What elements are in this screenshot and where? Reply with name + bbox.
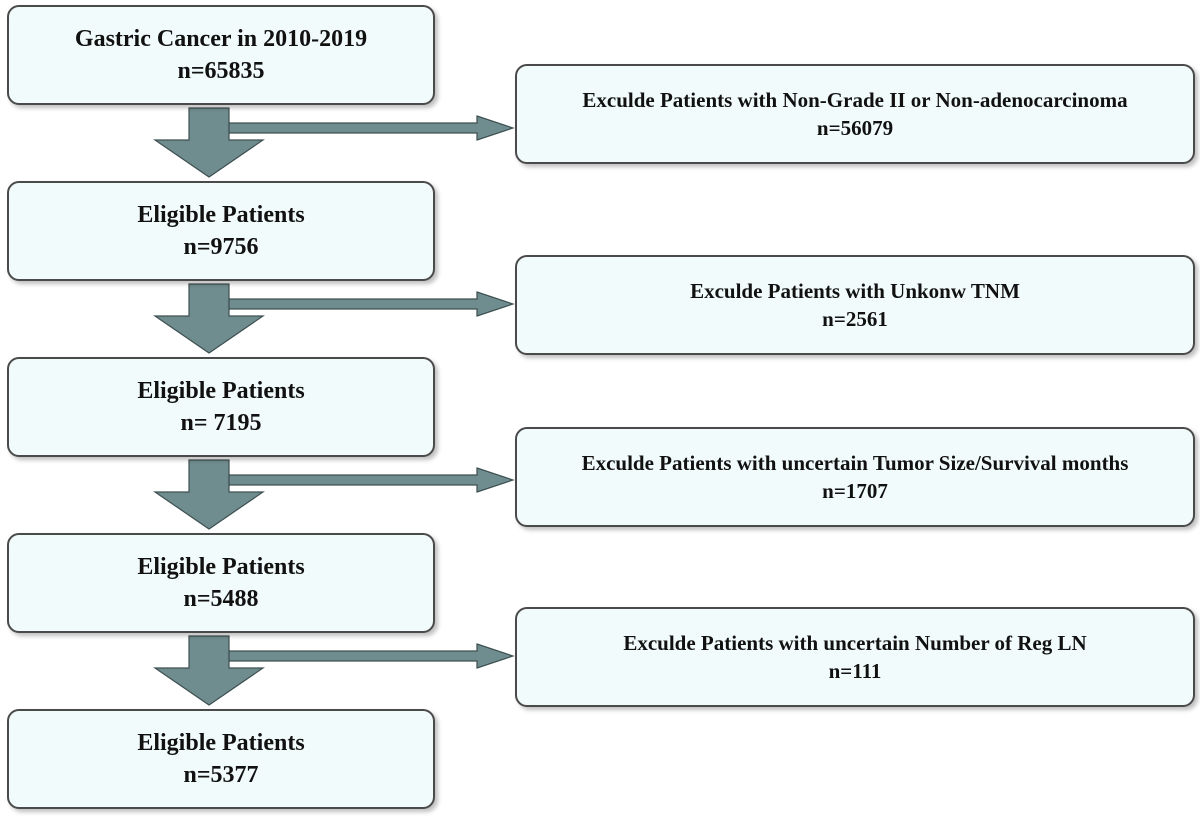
down-arrow-2 xyxy=(153,283,265,354)
exclusion-box-4: Exculde Patients with uncertain Number o… xyxy=(515,607,1195,707)
exclusion-count: n=2561 xyxy=(822,307,888,331)
exclusion-count: n=56079 xyxy=(816,116,894,140)
step-title: Eligible Patients xyxy=(137,729,305,756)
right-arrow-2 xyxy=(228,291,515,317)
right-arrow-3 xyxy=(228,467,515,493)
step-box-3: Eligible Patients n= 7195 xyxy=(7,357,435,457)
exclusion-count: n=1707 xyxy=(822,479,888,503)
step-title: Eligible Patients xyxy=(137,201,305,228)
step-count: n=5488 xyxy=(183,586,259,612)
exclusion-title: Exculde Patients with Unkonw TNM xyxy=(690,278,1020,303)
step-title: Eligible Patients xyxy=(137,377,305,404)
exclusion-box-2: Exculde Patients with Unkonw TNM n=2561 xyxy=(515,255,1195,355)
step-title: Gastric Cancer in 2010-2019 xyxy=(74,25,368,52)
step-box-2: Eligible Patients n=9756 xyxy=(7,181,435,281)
down-arrow-1 xyxy=(153,107,265,178)
exclusion-title: Exculde Patients with uncertain Tumor Si… xyxy=(581,450,1129,475)
step-box-1: Gastric Cancer in 2010-2019 n=65835 xyxy=(7,5,435,105)
step-count: n=65835 xyxy=(177,58,265,84)
down-arrow-3 xyxy=(153,459,265,530)
step-title: Eligible Patients xyxy=(137,553,305,580)
exclusion-box-3: Exculde Patients with uncertain Tumor Si… xyxy=(515,427,1195,527)
exclusion-count: n=111 xyxy=(828,659,882,683)
step-box-4: Eligible Patients n=5488 xyxy=(7,533,435,633)
step-box-5: Eligible Patients n=5377 xyxy=(7,709,435,809)
down-arrow-4 xyxy=(153,635,265,706)
exclusion-box-1: Exculde Patients with Non-Grade II or No… xyxy=(515,64,1195,164)
right-arrow-1 xyxy=(228,115,515,141)
right-arrow-4 xyxy=(228,643,515,669)
exclusion-title: Exculde Patients with Non-Grade II or No… xyxy=(582,87,1128,112)
step-count: n= 7195 xyxy=(180,410,262,436)
step-count: n=5377 xyxy=(183,762,259,788)
step-count: n=9756 xyxy=(183,234,259,260)
exclusion-title: Exculde Patients with uncertain Number o… xyxy=(623,630,1087,655)
